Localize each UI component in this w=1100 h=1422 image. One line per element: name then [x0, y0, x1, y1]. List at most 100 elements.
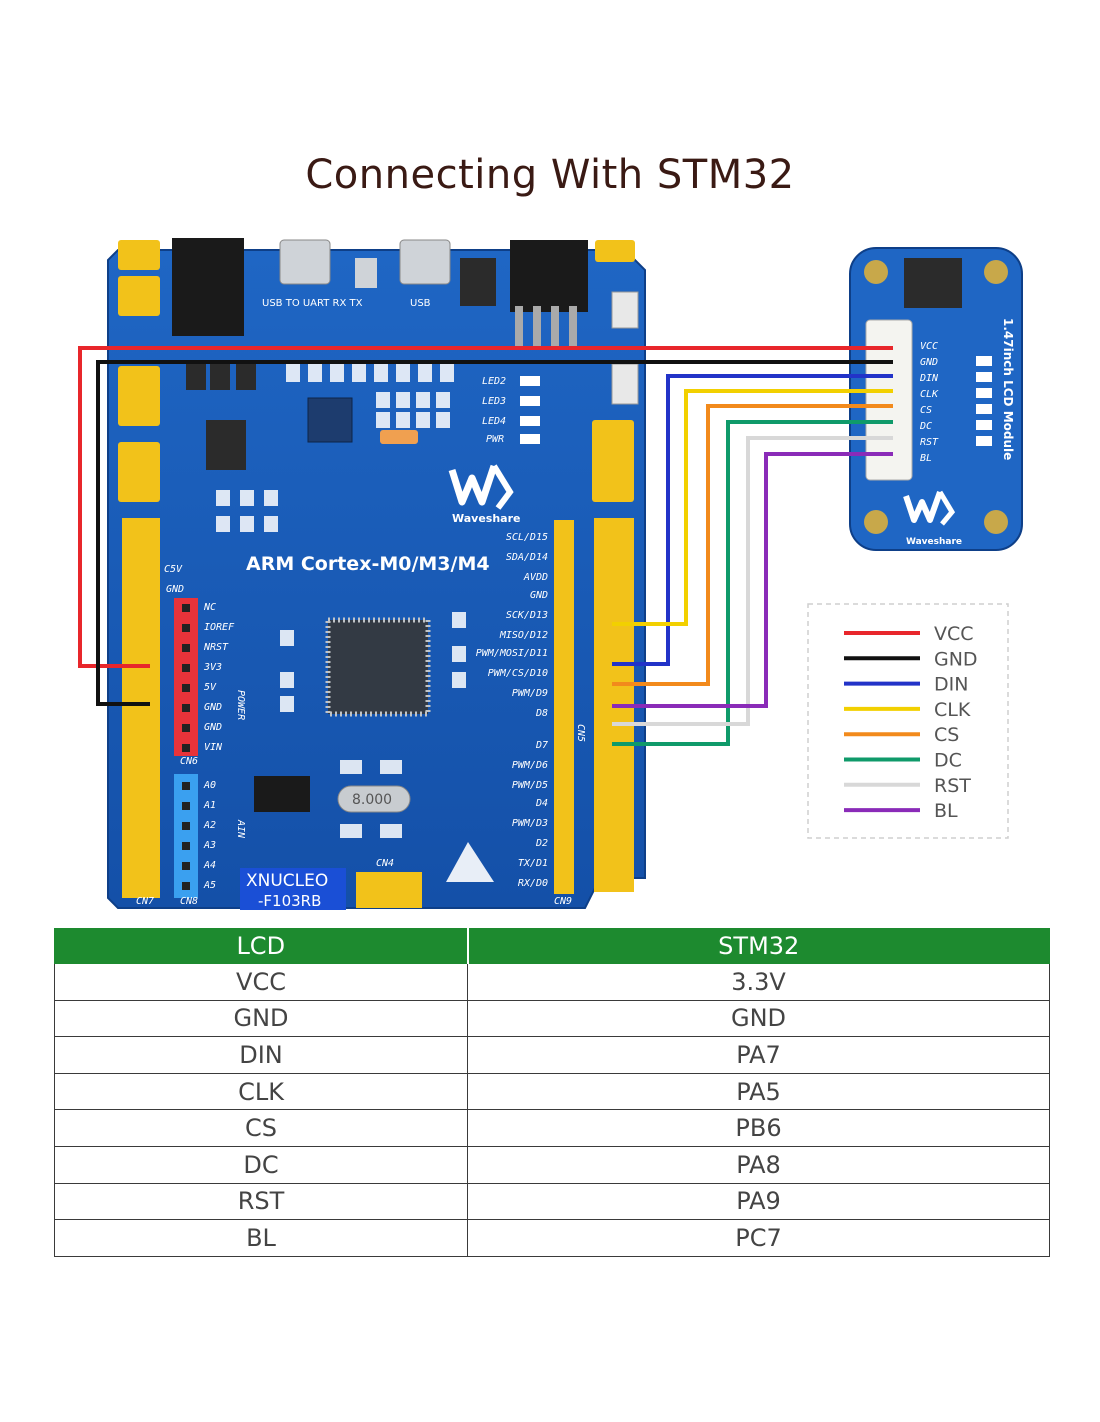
- table-header-row: LCD STM32: [54, 928, 1050, 964]
- legend-label-cs: CS: [934, 724, 959, 746]
- wiring-diagram: USB TO UART RX TX USB: [78, 238, 1023, 910]
- lcd-cell: DC: [54, 1145, 468, 1184]
- board-brand: Waveshare: [452, 512, 520, 525]
- stm32-cell: PA8: [467, 1145, 1050, 1184]
- stm32-cell: PC7: [467, 1219, 1050, 1257]
- crystal-label: 8.000: [352, 792, 392, 808]
- analog-pin-label: A0: [203, 780, 216, 791]
- wire-rst: [612, 436, 893, 726]
- led3-label: LED3: [482, 396, 506, 407]
- power-pin-label: NC: [203, 602, 216, 613]
- wire-bl: [612, 452, 893, 708]
- waveshare-logo-icon: [448, 464, 514, 510]
- analog-pin-label: A3: [203, 840, 216, 851]
- led2-label: LED2: [482, 376, 506, 387]
- legend-label-vcc: VCC: [934, 623, 974, 645]
- digital-pin-label: PWM/D9: [512, 688, 548, 699]
- digital-pin-label: MISO/D12: [499, 630, 548, 641]
- jumper: [118, 366, 160, 426]
- digital-pin-label: PWM/D6: [512, 760, 548, 771]
- legend-label-dc: DC: [934, 750, 962, 772]
- user-button: [611, 363, 639, 405]
- usb-uart-port: [279, 239, 331, 285]
- cn9-label: CN9: [554, 896, 572, 907]
- digital-pin-label: TX/D1: [518, 858, 548, 869]
- wires: [78, 346, 893, 746]
- power-caption: POWER: [235, 690, 246, 720]
- power-pin-label: 5V: [204, 682, 217, 693]
- module-name: 1.47inch LCD Module: [1001, 318, 1015, 460]
- analog-caption: AIN: [235, 819, 246, 839]
- crystal: [337, 785, 411, 813]
- jumper: [118, 240, 160, 270]
- lcd-cell: CS: [54, 1109, 468, 1147]
- wire-gnd: [96, 360, 893, 706]
- lcd-module: VCC GND DIN CLK CS DC RST BL 1.47inch LC…: [849, 247, 1023, 551]
- cn4-label: CN4: [376, 858, 394, 869]
- board-name-box: [240, 868, 346, 910]
- stm32-cell: PB6: [467, 1109, 1050, 1147]
- cn7-label: CN7: [136, 896, 154, 907]
- header-stm32: STM32: [466, 928, 1050, 964]
- power-jack: [172, 238, 244, 336]
- usb-port: [399, 239, 451, 285]
- stm32-cell: PA7: [467, 1036, 1050, 1074]
- cn7-header: [122, 518, 160, 898]
- legend-label-din: DIN: [934, 674, 968, 696]
- digital-pin-label: D2: [535, 838, 548, 849]
- legend-label-rst: RST: [934, 775, 971, 797]
- power-pin-label: NRST: [203, 642, 229, 653]
- power-pin-label: GND: [204, 722, 222, 733]
- lcd-cell: GND: [54, 999, 468, 1038]
- digital-pin-label: RX/D0: [518, 878, 548, 889]
- stm32-cell: GND: [467, 999, 1050, 1038]
- wire-cs: [612, 404, 893, 686]
- power-pin-label: VIN: [204, 742, 223, 753]
- lcd-driver-chip: [904, 258, 962, 308]
- cn10-label: CN10: [600, 896, 624, 907]
- module-pin-label: DIN: [919, 373, 939, 384]
- cn4-header: [356, 872, 422, 908]
- module-pin-label: CLK: [920, 389, 939, 400]
- module-pin-label: VCC: [920, 341, 938, 352]
- pwr-label: PWR: [486, 434, 504, 445]
- legend-label-gnd: GND: [934, 648, 978, 670]
- lcd-cell: RST: [54, 1182, 468, 1221]
- led4-label: LED4: [482, 416, 506, 427]
- module-waveshare-logo-icon: [903, 490, 956, 526]
- jumper: [118, 276, 160, 316]
- cn6-label: CN6: [180, 756, 198, 767]
- digital-pin-label: SDA/D14: [506, 552, 548, 563]
- stm32-cell: PA5: [467, 1072, 1050, 1111]
- analog-pin-label: A1: [203, 800, 216, 811]
- stm32-cell: PA9: [467, 1182, 1050, 1221]
- analog-pin-label: A4: [203, 860, 216, 871]
- header-connector: [510, 240, 588, 312]
- analog-header: [174, 774, 198, 898]
- digital-pin-label: D4: [535, 798, 548, 809]
- stm32-board: USB TO UART RX TX USB: [107, 238, 646, 910]
- lcd-cell: VCC: [54, 963, 468, 1001]
- mcu-chip: [325, 617, 431, 717]
- cn8-label: CN8: [180, 896, 198, 907]
- digital-pin-label: PWM/CS/D10: [488, 668, 548, 679]
- c5v-label: C5V: [164, 564, 183, 575]
- digital-pin-label: D8: [535, 708, 548, 719]
- module-pin-label: GND: [920, 357, 938, 368]
- digital-pin-label: PWM/D5: [512, 780, 548, 791]
- module-pin-label: DC: [919, 421, 932, 432]
- wire-clk: [612, 389, 893, 626]
- digital-pin-label: SCK/D13: [506, 610, 548, 621]
- stm32-cell: 3.3V: [467, 963, 1050, 1001]
- usb-uart-label: USB TO UART RX TX: [262, 298, 363, 309]
- digital-pin-label: GND: [530, 590, 548, 601]
- module-pin-label: RST: [920, 437, 939, 448]
- digital-pin-label: PWM/MOSI/D11: [476, 648, 548, 659]
